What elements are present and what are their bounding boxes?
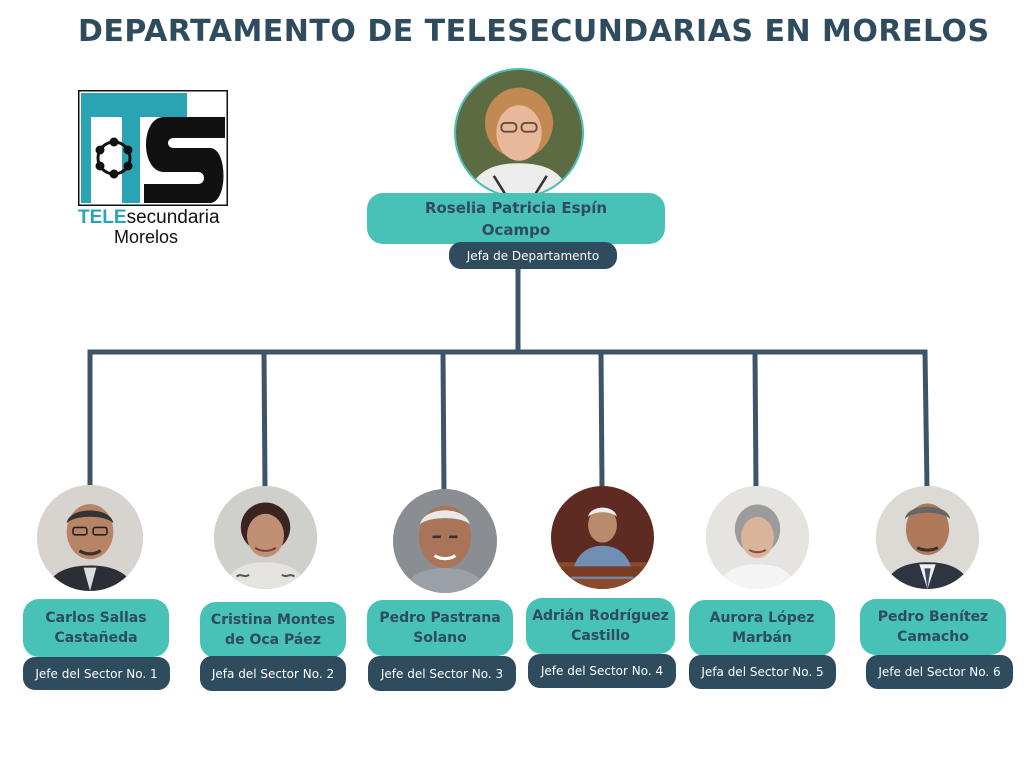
telesecundaria-logo: TELEsecundaria Morelos bbox=[78, 90, 228, 247]
logo-state: Morelos bbox=[114, 227, 179, 247]
sector-3-name-badge: Pedro Pastrana Solano bbox=[367, 600, 513, 656]
sector-5-role-badge: Jefa del Sector No. 5 bbox=[689, 655, 836, 689]
head-photo bbox=[454, 68, 584, 198]
sector-1-name: Carlos Sallas Castañeda bbox=[45, 610, 147, 646]
sector-3-name: Pedro Pastrana Solano bbox=[379, 610, 501, 646]
page-title: DEPARTAMENTO DE TELESECUNDARIAS EN MOREL… bbox=[78, 14, 990, 49]
sector-1-name-badge: Carlos Sallas Castañeda bbox=[23, 599, 169, 657]
sector-4-photo bbox=[551, 486, 654, 589]
sector-4-name: Adrián Rodríguez Castillo bbox=[532, 608, 669, 644]
logo-wordmark: TELEsecundaria bbox=[78, 207, 220, 228]
sector-5-name: Aurora López Marbán bbox=[709, 610, 815, 646]
sector-6-photo bbox=[876, 486, 979, 589]
sector-1-role-badge: Jefe del Sector No. 1 bbox=[23, 657, 170, 690]
sector-6-role-badge: Jefe del Sector No. 6 bbox=[866, 655, 1013, 689]
sector-4-name-badge: Adrián Rodríguez Castillo bbox=[526, 598, 675, 654]
head-name-badge: Roselia Patricia Espín Ocampo bbox=[367, 193, 665, 244]
sector-2-photo bbox=[214, 486, 317, 589]
sector-1-photo bbox=[37, 485, 143, 591]
sector-2-role-badge: Jefa del Sector No. 2 bbox=[200, 656, 346, 691]
head-name: Roselia Patricia Espín Ocampo bbox=[424, 198, 608, 239]
sector-5-name-badge: Aurora López Marbán bbox=[689, 600, 835, 656]
sector-2-name: Cristina Montes de Oca Páez bbox=[210, 612, 336, 648]
sector-3-photo bbox=[393, 489, 497, 593]
head-role-badge: Jefa de Departamento bbox=[449, 242, 617, 269]
sector-6-name-badge: Pedro Benítez Camacho bbox=[860, 599, 1006, 655]
sector-4-role-badge: Jefe del Sector No. 4 bbox=[528, 654, 676, 688]
ts-logo-mark bbox=[78, 90, 228, 206]
sector-6-name: Pedro Benítez Camacho bbox=[877, 609, 989, 645]
sector-3-role-badge: Jefe del Sector No. 3 bbox=[368, 656, 516, 691]
sector-5-photo bbox=[706, 486, 809, 589]
sector-2-name-badge: Cristina Montes de Oca Páez bbox=[200, 602, 346, 658]
